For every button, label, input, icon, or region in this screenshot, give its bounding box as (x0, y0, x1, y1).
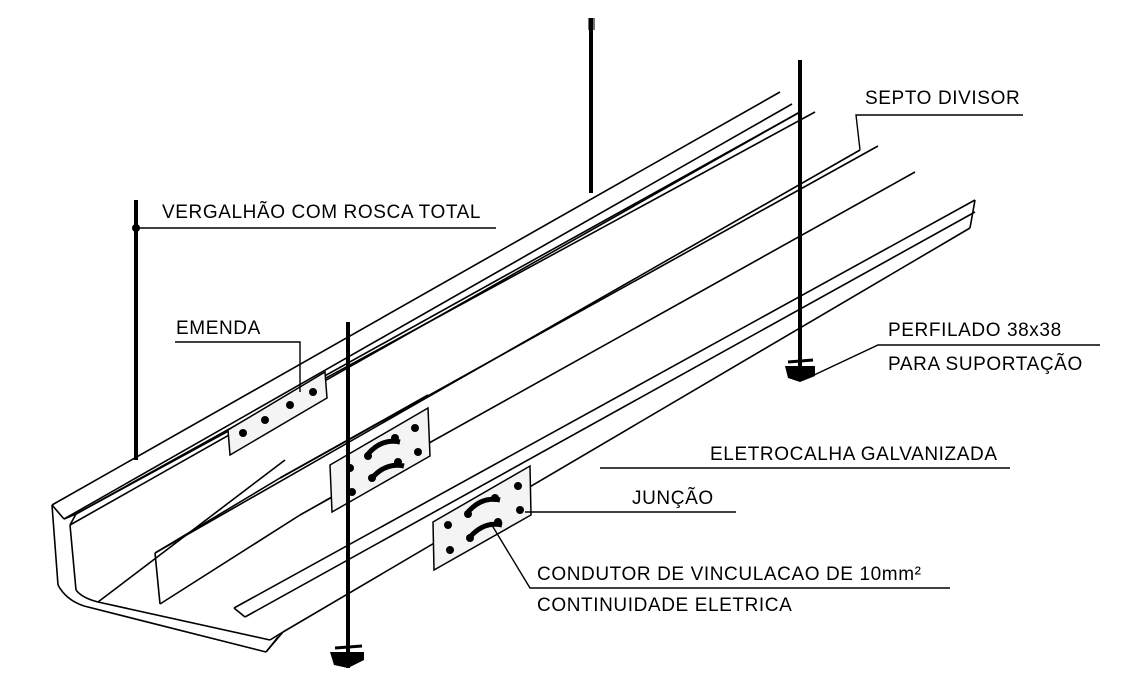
leader-lines (136, 114, 1100, 589)
label-emenda: EMENDA (176, 318, 261, 339)
labels: SEPTO DIVISOR VERGALHÃO COM ROSCA TOTAL … (162, 88, 1083, 616)
label-para-suportacao: PARA SUPORTAÇÃO (888, 353, 1083, 375)
label-continuidade: CONTINUIDADE ELETRICA (537, 595, 792, 616)
label-vergalhao: VERGALHÃO COM ROSCA TOTAL (162, 201, 481, 223)
label-septo-divisor: SEPTO DIVISOR (865, 88, 1020, 109)
emenda-plate (227, 370, 328, 457)
label-condutor: CONDUTOR DE VINCULACAO DE 10mm² (537, 564, 922, 585)
label-perfilado: PERFILADO 38x38 (888, 320, 1062, 341)
label-eletrocalha: ELETROCALHA GALVANIZADA (710, 444, 998, 465)
threaded-rods (132, 18, 802, 668)
label-juncao: JUNÇÃO (632, 487, 714, 509)
juncao-plate-lower (432, 464, 532, 572)
perfilado-brackets (330, 358, 815, 668)
cable-tray (51, 91, 976, 653)
